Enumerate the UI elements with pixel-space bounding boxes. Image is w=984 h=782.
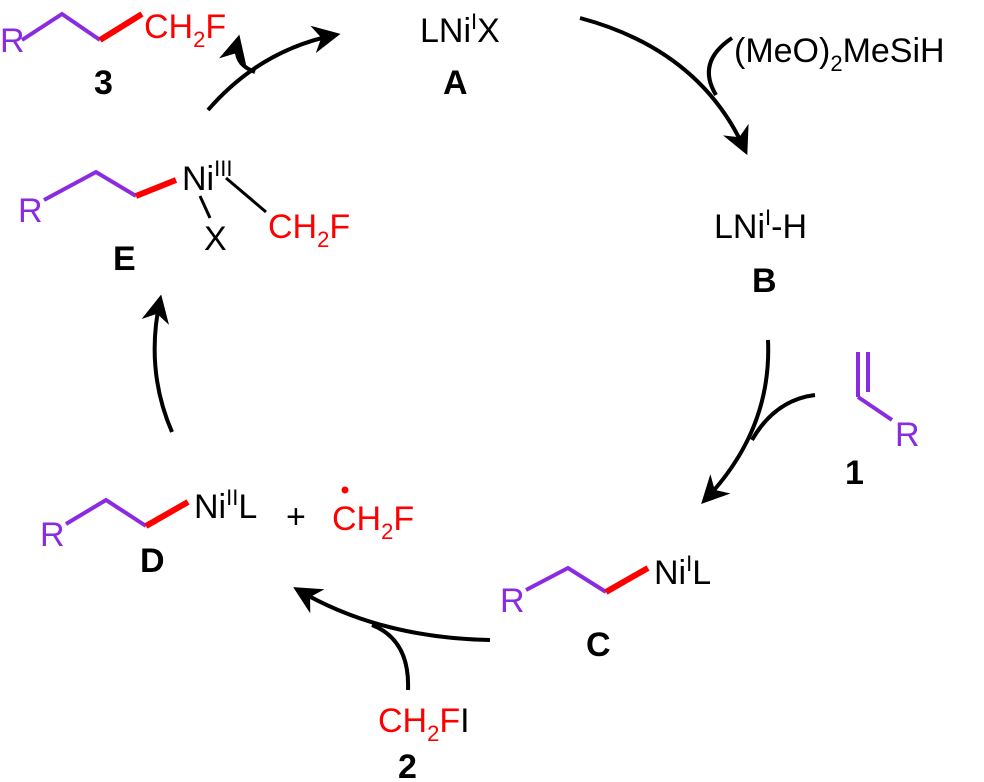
- species-e-r: R: [18, 192, 43, 230]
- product3-ch2f: CH2F: [144, 8, 226, 52]
- species-d-chain: [64, 497, 148, 528]
- branch-ch2fi-in: [371, 623, 411, 691]
- product3-number: 3: [94, 64, 113, 102]
- branch-silane-in: [706, 36, 734, 97]
- branch-alkene-in: [750, 393, 816, 441]
- species-c-chain: [525, 565, 608, 594]
- species-e-ch2f: CH2F: [268, 208, 350, 252]
- arrow-a-to-b: [579, 16, 749, 156]
- ch2fi-formula: CH2FI: [378, 702, 470, 746]
- alkene1-r: R: [895, 416, 920, 454]
- species-e-bond-to-x: [198, 195, 212, 219]
- species-c-new-bond: [604, 565, 650, 595]
- species-e-ni: NiIII: [182, 156, 232, 198]
- species-b-label: B: [752, 262, 777, 300]
- species-e-chain: [43, 169, 138, 202]
- species-d-label: D: [140, 542, 165, 580]
- species-e-label: E: [113, 240, 136, 278]
- plus-sign: +: [286, 498, 306, 536]
- species-a-label: A: [443, 64, 468, 102]
- branch-to-product-3: [218, 34, 256, 74]
- reagent-silane: (MeO)2MeSiH: [734, 32, 945, 76]
- radical-dot: [341, 486, 349, 494]
- species-c-label: C: [586, 626, 611, 664]
- arrow-b-to-c: [701, 339, 771, 505]
- arrow-c-to-d: [293, 587, 491, 642]
- species-c-r: R: [500, 582, 525, 620]
- species-d-r: R: [40, 516, 65, 554]
- species-e-x: X: [204, 220, 227, 258]
- species-c-ni: NiIL: [654, 551, 711, 592]
- species-d-ni: NiIIL: [194, 485, 257, 526]
- arrow-d-to-e: [141, 294, 174, 433]
- alkene1-number: 1: [845, 454, 864, 492]
- product3-chain: [20, 11, 102, 42]
- species-a-formula: LNiIX: [420, 9, 500, 50]
- species-d-new-bond: [144, 499, 190, 529]
- species-e-bond-to-ch2f: [225, 176, 267, 214]
- species-e-new-bond: [134, 177, 178, 199]
- species-b-formula: LNiI-H: [714, 205, 807, 246]
- ch2fi-number: 2: [398, 748, 417, 782]
- arrow-e-to-a: [206, 25, 341, 112]
- product3-r: R: [0, 22, 25, 60]
- fluoromethyl-radical: CH2F: [332, 500, 414, 544]
- product3-new-bond: [98, 11, 144, 43]
- alkene1-bond-to-r: [856, 395, 894, 422]
